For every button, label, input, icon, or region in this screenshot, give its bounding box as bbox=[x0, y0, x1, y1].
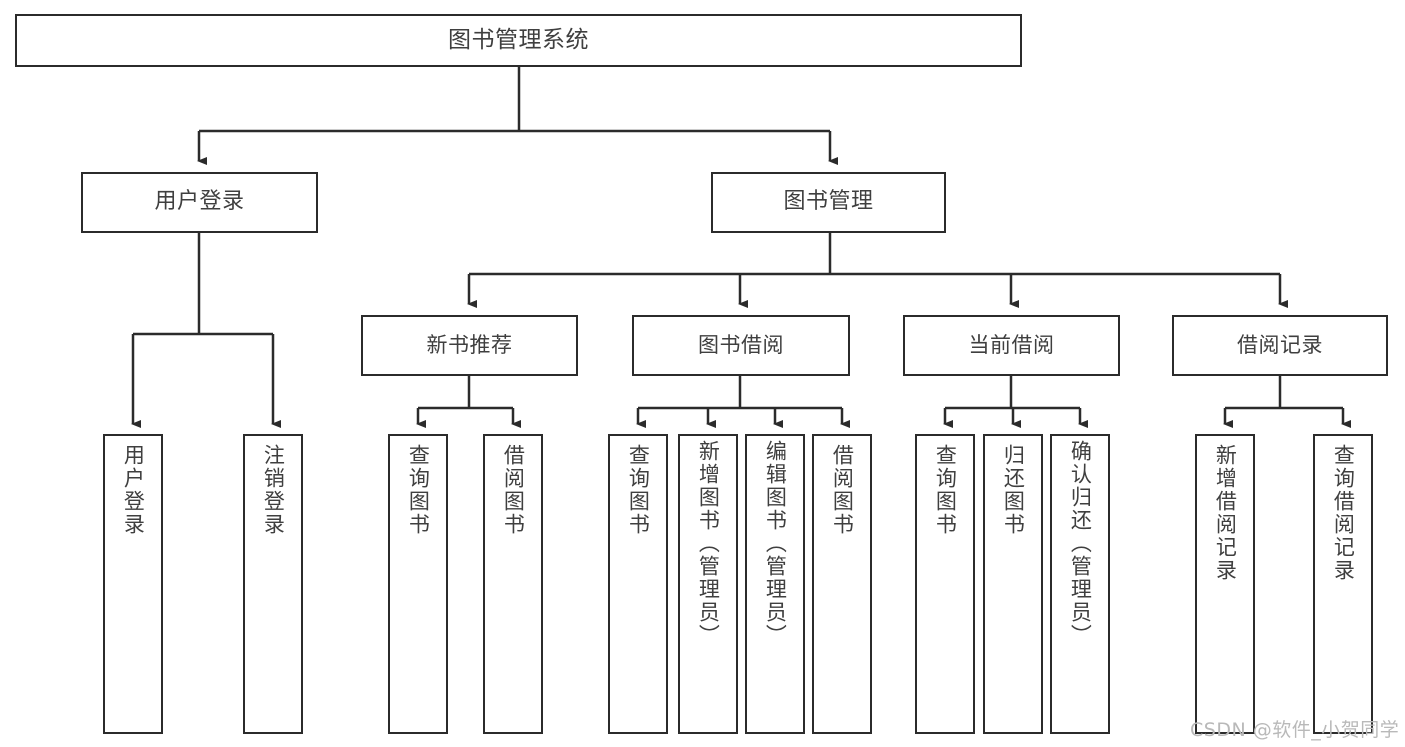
node-current-borrow[interactable]: 当前借阅 bbox=[903, 315, 1120, 376]
leaf-borrow-borrow-book[interactable]: 借阅图书 bbox=[812, 434, 872, 734]
node-label: 查询图书 bbox=[406, 444, 431, 536]
node-label: 图书管理系统 bbox=[448, 26, 589, 53]
leaf-borrow-edit-book-admin[interactable]: 编辑图书（管理员） bbox=[745, 434, 805, 734]
node-label: 图书借阅 bbox=[698, 332, 784, 357]
node-new-book-recommend[interactable]: 新书推荐 bbox=[361, 315, 578, 376]
node-user-login[interactable]: 用户登录 bbox=[81, 172, 318, 233]
node-label: 借阅图书 bbox=[501, 444, 526, 536]
node-label: 借阅记录 bbox=[1237, 332, 1323, 357]
node-label: 新增图书（管理员） bbox=[696, 440, 721, 647]
leaf-current-confirm-return-admin[interactable]: 确认归还（管理员） bbox=[1050, 434, 1110, 734]
node-label: 用户登录 bbox=[121, 444, 146, 536]
leaf-recommend-borrow-book[interactable]: 借阅图书 bbox=[483, 434, 543, 734]
node-borrow-record[interactable]: 借阅记录 bbox=[1172, 315, 1388, 376]
node-root-system[interactable]: 图书管理系统 bbox=[15, 14, 1022, 67]
node-label: 借阅图书 bbox=[830, 444, 855, 536]
node-label: 查询图书 bbox=[626, 444, 651, 536]
node-label: 当前借阅 bbox=[968, 332, 1055, 357]
leaf-record-query-record[interactable]: 查询借阅记录 bbox=[1313, 434, 1373, 734]
node-label: 用户登录 bbox=[154, 189, 245, 215]
node-label: 确认归还（管理员） bbox=[1068, 440, 1093, 647]
csdn-watermark: CSDN @软件_小贺同学 bbox=[1190, 719, 1400, 741]
node-label: 图书管理 bbox=[783, 189, 874, 215]
leaf-current-query-book[interactable]: 查询图书 bbox=[915, 434, 975, 734]
leaf-recommend-query-book[interactable]: 查询图书 bbox=[388, 434, 448, 734]
leaf-user-login-signin[interactable]: 用户登录 bbox=[103, 434, 163, 734]
node-label: 查询图书 bbox=[933, 444, 958, 536]
node-label: 查询借阅记录 bbox=[1331, 444, 1356, 582]
node-label: 新增借阅记录 bbox=[1213, 444, 1238, 582]
node-label: 编辑图书（管理员） bbox=[763, 440, 788, 647]
node-book-borrow[interactable]: 图书借阅 bbox=[632, 315, 850, 376]
leaf-borrow-query-book[interactable]: 查询图书 bbox=[608, 434, 668, 734]
node-label: 新书推荐 bbox=[426, 332, 513, 357]
leaf-current-return-book[interactable]: 归还图书 bbox=[983, 434, 1043, 734]
node-book-management[interactable]: 图书管理 bbox=[711, 172, 946, 233]
node-label: 归还图书 bbox=[1001, 444, 1026, 536]
leaf-user-login-signout[interactable]: 注销登录 bbox=[243, 434, 303, 734]
leaf-borrow-add-book-admin[interactable]: 新增图书（管理员） bbox=[678, 434, 738, 734]
leaf-record-add-record[interactable]: 新增借阅记录 bbox=[1195, 434, 1255, 734]
node-label: 注销登录 bbox=[261, 444, 286, 536]
